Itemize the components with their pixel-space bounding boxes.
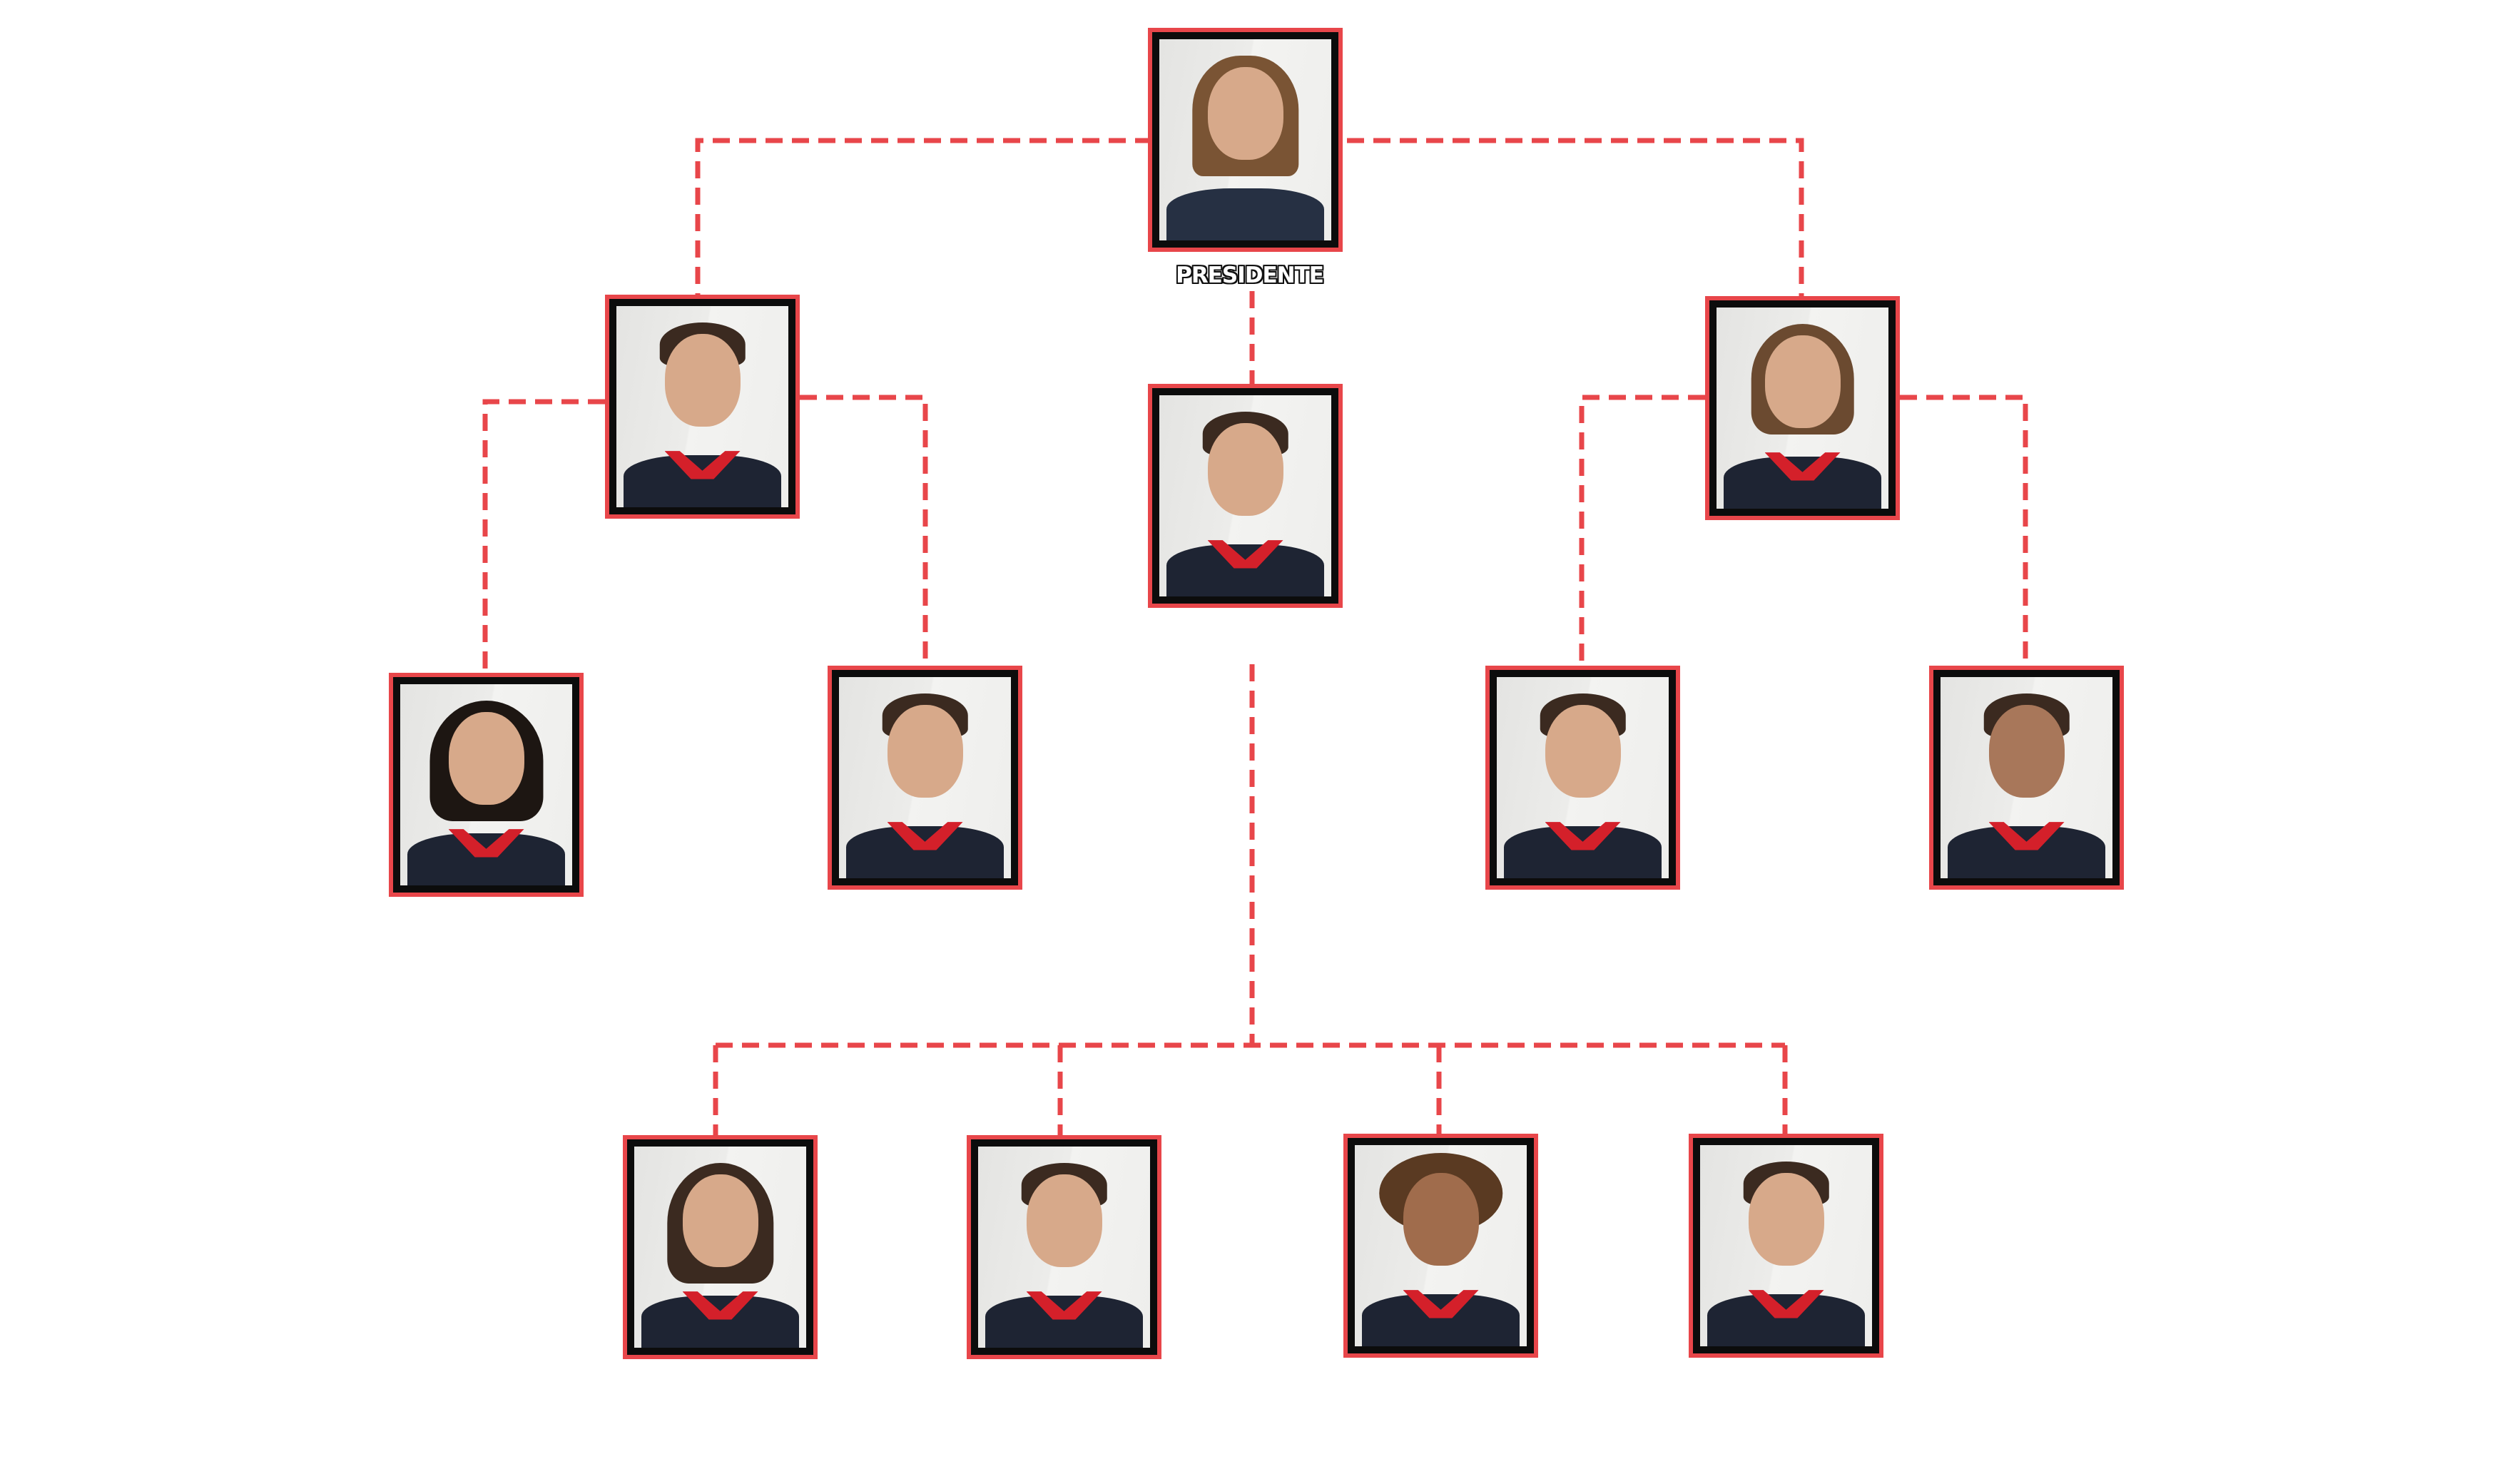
member-photo-level2-left [605,295,800,519]
connector-left-b [800,395,928,666]
portrait-image [634,1147,806,1348]
member-photo-level4-3 [1343,1134,1538,1358]
portrait-image [400,684,572,885]
member-photo-level3-1 [389,673,584,897]
member-photo-level4-2 [967,1135,1161,1359]
connector-right-a [1579,395,1705,666]
member-photo-level2-right [1705,296,1900,520]
portrait-image [1700,1145,1872,1346]
member-photo-level3-2 [828,666,1022,890]
portrait-image [978,1147,1150,1348]
member-photo-level3-3 [1485,666,1680,890]
member-photo-level4-1 [623,1135,818,1359]
portrait-image [1717,308,1888,509]
member-photo-level2-center [1148,384,1343,608]
connector-left-a [482,399,605,673]
portrait-image [1159,395,1331,596]
member-photo-level3-4 [1929,666,2124,890]
connector-president-left [695,138,1152,295]
portrait-image [1941,677,2112,878]
portrait-image [1355,1145,1527,1346]
portrait-image [1159,39,1331,240]
member-photo-level4-4 [1689,1134,1883,1358]
connector-right-b [1900,395,2028,666]
portrait-image [1497,677,1669,878]
connector-president-right [1347,138,1804,296]
member-photo-president [1148,28,1343,252]
portrait-image [616,306,788,507]
portrait-image [839,677,1011,878]
president-label: PRESIDENTE [1175,262,1325,289]
